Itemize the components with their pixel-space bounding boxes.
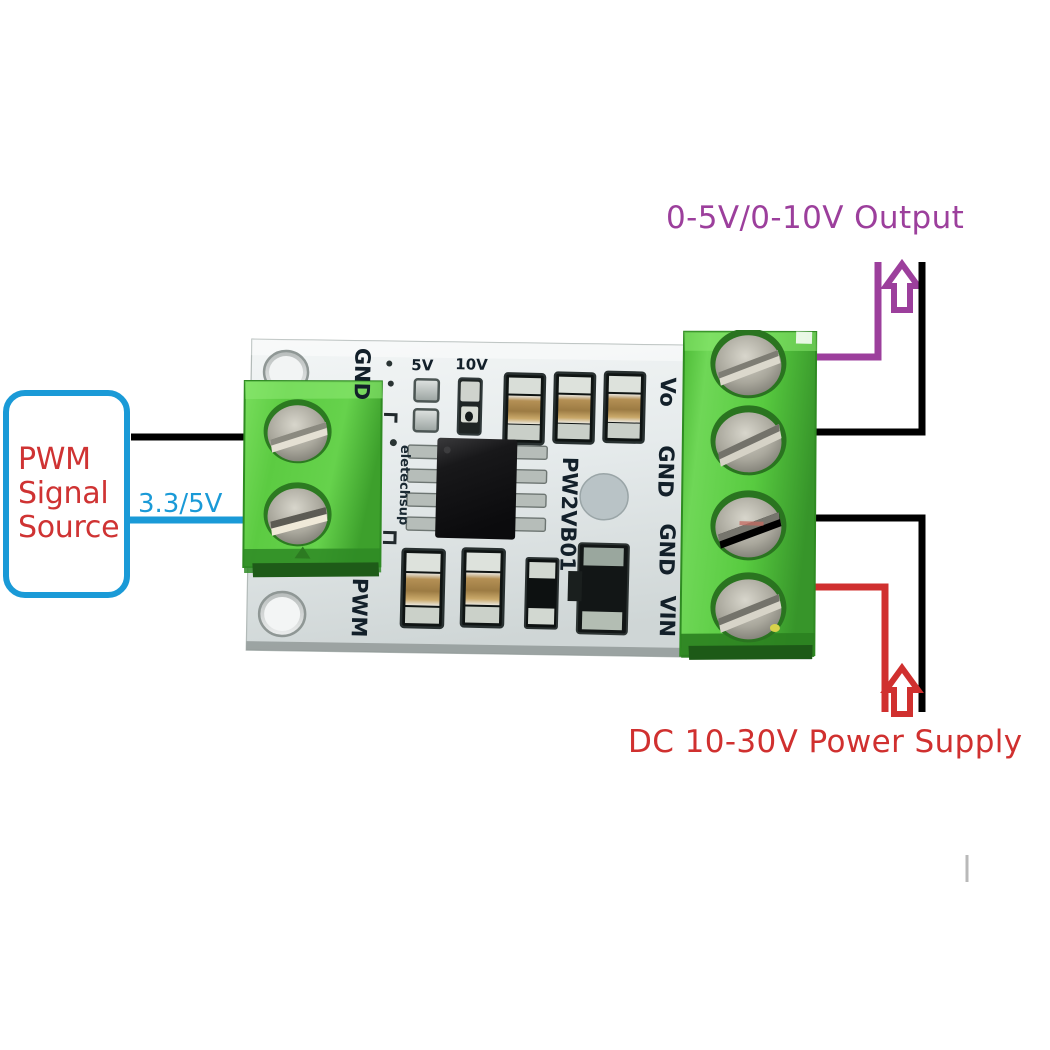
silk-right-gnd2: GND: [654, 523, 679, 576]
pcb-module: GND PWM 5V 10V eletechsup PW2VB01 Vo GND: [240, 330, 820, 670]
silk-right-vo: Vo: [655, 377, 680, 407]
power-arrow-icon: [880, 662, 924, 717]
power-supply-label: DC 10-30V Power Supply: [628, 724, 1023, 760]
right-terminal-screw-vin[interactable]: [710, 571, 788, 643]
top-smd-components: [502, 370, 647, 446]
left-terminal-block[interactable]: [240, 378, 386, 580]
silk-jumper-10v: 10V: [455, 355, 488, 374]
silk-left-pwm: PWM: [347, 578, 372, 638]
output-label: 0-5V/0-10V Output: [666, 200, 965, 236]
pwm-source-line-2: Signal: [18, 476, 109, 511]
output-arrow-icon: [880, 258, 924, 313]
right-terminal-screw-gnd2[interactable]: [710, 489, 788, 561]
silk-left-gnd: GND: [349, 348, 374, 401]
right-terminal-screw-gnd1[interactable]: [710, 404, 788, 476]
signal-level-label: 3.3/5V: [138, 489, 223, 519]
silk-model: PW2VB01: [555, 457, 582, 572]
bottom-smd-components: [399, 542, 630, 636]
pwm-source-line-3: Source: [18, 510, 120, 545]
main-ic: [405, 437, 548, 540]
right-terminal-block[interactable]: [676, 330, 820, 663]
silk-right-gnd1: GND: [653, 445, 678, 498]
voltage-jumper-pads: [412, 377, 483, 436]
silk-jumper-5v: 5V: [411, 356, 434, 375]
right-terminal-screw-vo[interactable]: [710, 330, 788, 399]
silk-right-vin: VIN: [655, 595, 680, 637]
left-terminal-screw-pwm[interactable]: [263, 482, 333, 548]
pwm-signal-source-box[interactable]: PWM Signal Source: [3, 390, 130, 598]
silkscreen-layer: GND PWM 5V 10V eletechsup PW2VB01 Vo GND: [347, 348, 680, 638]
silk-brand: eletechsup: [395, 445, 412, 526]
left-terminal-screw-gnd[interactable]: [263, 398, 333, 464]
pwm-source-line-1: PWM: [18, 442, 91, 477]
mounting-holes: [257, 349, 629, 638]
